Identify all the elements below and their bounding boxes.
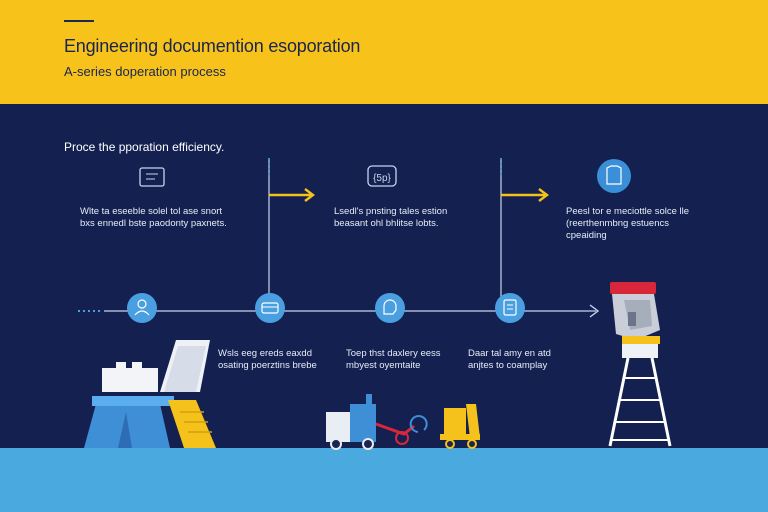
shirt-icon	[597, 159, 631, 193]
step-top-2-text: Lsedl's pnsting tales estion beasant ohl…	[334, 206, 464, 230]
step-top-3-text: Peesl tor e meciottle solce lle (reerthe…	[566, 206, 706, 242]
intro-heading: Proce the pporation efficiency.	[64, 140, 225, 154]
truck-illustration	[326, 394, 428, 450]
left-building-illustration	[84, 340, 216, 448]
yellow-arrow-1	[269, 188, 315, 202]
step-top-2-line1: Lsedl's pnsting tales estion	[334, 206, 448, 217]
tower-illustration	[608, 344, 672, 447]
ground-strip	[0, 448, 768, 512]
forklift-illustration	[440, 404, 480, 449]
document-icon	[139, 167, 165, 187]
step-top-1-text: Wlte ta eseeble solel tol ase snort bxs …	[80, 206, 240, 230]
step-bottom-2-line1: Wsls eeg ereds eaxdd	[218, 348, 312, 359]
gear-document-icon: {5p}	[367, 165, 397, 187]
step-bottom-4-text: Daar tal amy en atd anjtes to coamplay	[468, 348, 568, 372]
step-bottom-3-line2: mbyest oyemtaite	[346, 360, 421, 371]
step-top-3-line3: cpeaiding	[566, 230, 607, 241]
step-bottom-4-line2: anjtes to coamplay	[468, 360, 548, 371]
crusher-machine-illustration	[610, 282, 660, 344]
step-bottom-3-line1: Toep thst daxlery eess	[346, 348, 441, 359]
step-bottom-3-text: Toep thst daxlery eess mbyest oyemtaite	[346, 348, 456, 372]
node-head	[375, 293, 405, 323]
header-banner: Engineering documention esoporation A-se…	[0, 0, 768, 104]
node-person	[127, 293, 157, 323]
gear-badge-text: {5p}	[373, 173, 391, 184]
yellow-arrow-2	[501, 188, 549, 202]
node-toolbox	[255, 293, 285, 323]
header-rule	[64, 20, 94, 22]
step-bottom-4-line1: Daar tal amy en atd	[468, 348, 551, 359]
page-subtitle: A-series doperation process	[64, 64, 226, 79]
step-top-3-line2: (reerthenmbng estuencs	[566, 218, 669, 229]
step-bottom-2-text: Wsls eeg ereds eaxdd osating poerztins b…	[218, 348, 338, 372]
step-bottom-2-line2: osating poerztins brebe	[218, 360, 317, 371]
node-clipboard	[495, 293, 525, 323]
step-top-2-line2: beasant ohl bhlitse lobts.	[334, 218, 439, 229]
step-top-3-line1: Peesl tor e meciottle solce lle	[566, 206, 690, 217]
step-top-1-line2: bxs ennedl bste paodonty paxnets.	[80, 218, 227, 229]
timeline-arrowhead	[589, 304, 600, 318]
page-title: Engineering documention esoporation	[64, 36, 361, 56]
step-top-1-line1: Wlte ta eseeble solel tol ase snort	[80, 206, 223, 217]
